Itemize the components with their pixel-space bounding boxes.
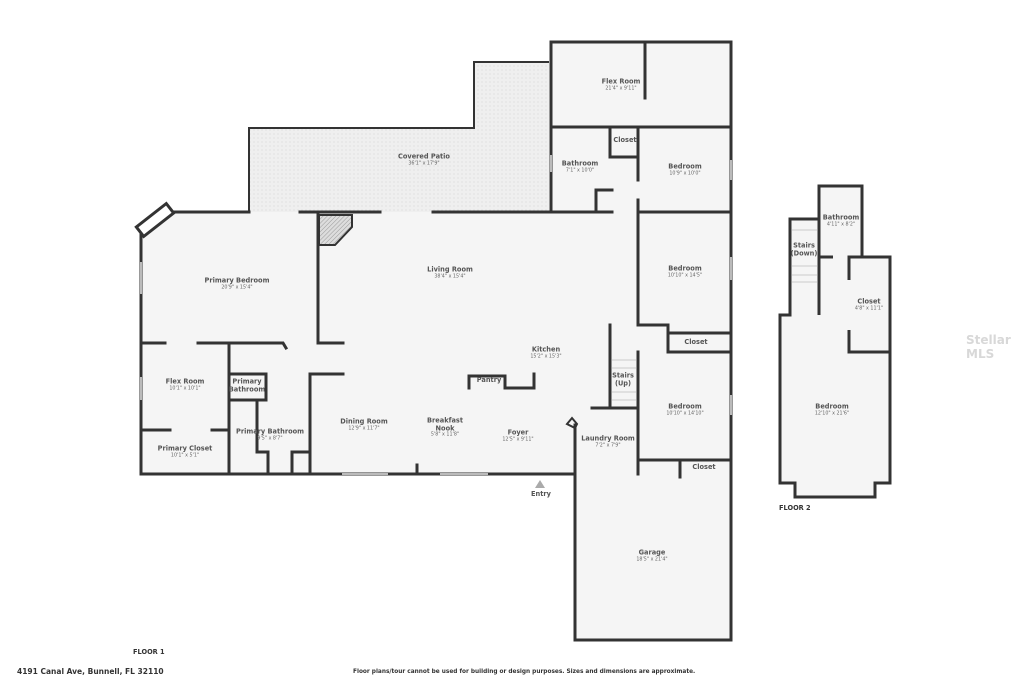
disclaimer: Floor plans/tour cannot be used for buil…: [353, 669, 696, 675]
room-name: Primary Bathroom: [235, 427, 305, 436]
room-name: Bedroom: [668, 402, 702, 411]
floor2-walls: [778, 184, 892, 499]
room-name: Garage: [638, 548, 666, 557]
room-name: Foyer: [507, 428, 529, 437]
room-name: Pantry: [476, 376, 502, 385]
room-name: Stairs (Up): [612, 371, 634, 387]
room-dimensions: 7'2" x 7'9": [595, 443, 621, 449]
room-name: Closet: [692, 463, 716, 472]
entry-arrow: [535, 480, 545, 488]
room-name: Bedroom: [668, 264, 702, 273]
room-label: Closet: [613, 137, 636, 145]
fireplace-box: [134, 201, 176, 239]
floor2-fill: [780, 186, 890, 497]
room-name: Dining Room: [340, 417, 388, 426]
room-name: Primary Bedroom: [204, 276, 270, 285]
room-name: Closet: [613, 136, 637, 145]
room-name: Living Room: [427, 265, 473, 274]
room-name: Laundry Room: [581, 434, 635, 443]
room-dimensions: 20'9" x 15'4": [221, 285, 253, 291]
room-label: Primary Bathroom: [227, 378, 267, 393]
room-dimensions: 18'5" x 21'4": [636, 557, 668, 563]
room-label: Stairs (Down): [784, 242, 824, 257]
room-dimensions: 10'10" x 14'5": [667, 273, 703, 279]
room-name: Bathroom: [822, 213, 860, 222]
room-label: Closet: [692, 464, 715, 472]
room-dimensions: 12'9" x 11'7": [348, 426, 380, 432]
room-name: Flex Room: [165, 377, 205, 386]
room-dimensions: 21'4" x 9'11": [605, 86, 637, 92]
room-dimensions: 36'1" x 17'9": [408, 161, 440, 167]
room-label: Pantry: [477, 377, 502, 385]
room-name: Primary Closet: [157, 444, 213, 453]
room-name: Flex Room: [601, 77, 641, 86]
room-name: Covered Patio: [398, 152, 450, 161]
room-dimensions: 9'5" x 8'7": [257, 436, 283, 442]
watermark: Stellar MLS: [966, 333, 1011, 361]
room-label: Stairs (Up): [603, 372, 643, 387]
room-dimensions: 5'8" x 11'8": [430, 432, 460, 438]
room-name: Stairs (Down): [790, 241, 818, 257]
room-dimensions: 10'10" x 14'10": [666, 411, 704, 417]
room-dimensions: 12'10" x 21'6": [814, 411, 850, 417]
entry-label: Entry: [531, 490, 551, 499]
room-dimensions: 4'8" x 11'1": [854, 306, 884, 312]
patio-border: [248, 61, 549, 212]
room-name: Bathroom: [561, 159, 599, 168]
room-dimensions: 38'4" x 15'4": [434, 274, 466, 280]
address: 4191 Canal Ave, Bunnell, FL 32110: [17, 667, 164, 676]
floor1-walls: [139, 40, 733, 642]
room-dimensions: 10'1" x 10'1": [169, 386, 201, 392]
room-name: Kitchen: [531, 345, 561, 354]
room-name: Bedroom: [815, 402, 849, 411]
room-dimensions: 10'9" x 10'0": [669, 171, 701, 177]
floor1-label: FLOOR 1: [133, 648, 165, 656]
room-name: Closet: [857, 297, 881, 306]
room-dimensions: 10'1" x 5'1": [170, 453, 200, 459]
stairs-treads: [612, 229, 817, 401]
room-name: Bedroom: [668, 162, 702, 171]
room-dimensions: 7'1" x 10'0": [565, 168, 595, 174]
room-dimensions: 12'5" x 9'11": [502, 437, 534, 443]
room-dimensions: 4'11" x 8'2": [826, 222, 856, 228]
room-name: Breakfast Nook: [427, 416, 463, 433]
room-label: Closet: [684, 339, 707, 347]
room-dimensions: 15'2" x 15'3": [530, 354, 562, 360]
floor2-label: FLOOR 2: [779, 504, 811, 512]
room-name: Closet: [684, 338, 708, 347]
room-name: Primary Bathroom: [228, 377, 266, 393]
